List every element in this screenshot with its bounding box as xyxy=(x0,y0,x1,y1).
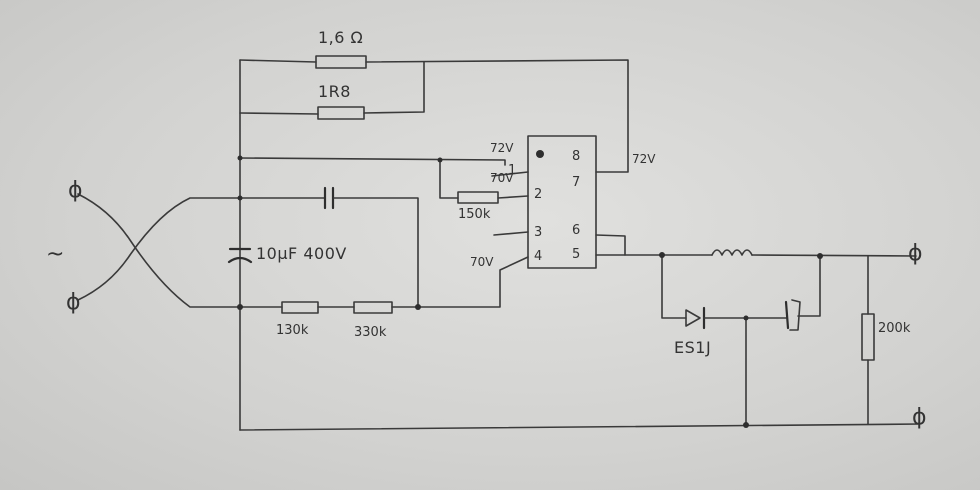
junction xyxy=(237,155,243,161)
label-v-pin2: 70V xyxy=(490,171,514,185)
junction xyxy=(237,195,243,201)
terminal-ac-bottom: ϕ xyxy=(66,290,81,315)
label-r-1-6-ohm: 1,6 Ω xyxy=(318,28,364,47)
wire-to-pin1 xyxy=(239,157,506,166)
wire-to-pin2 xyxy=(497,195,529,199)
wire-to-pin4 xyxy=(391,256,529,308)
wire-r1-left xyxy=(239,59,317,63)
label-v-pin1: 72V xyxy=(490,141,514,155)
ic-pin-8: 8 xyxy=(572,149,581,164)
wire-pin1-stub xyxy=(491,171,529,177)
wire-ac-lower xyxy=(77,193,241,308)
label-v-pin4: 70V xyxy=(470,255,494,269)
ic-body xyxy=(527,135,597,269)
ic-pin-3: 3 xyxy=(534,225,543,240)
ic-pin-1: 1 xyxy=(508,163,517,178)
wire-r2-left xyxy=(239,112,319,115)
junction xyxy=(659,252,665,258)
junction xyxy=(415,304,421,310)
junction xyxy=(437,157,443,163)
wire-150k-left xyxy=(439,159,459,199)
ic-pin1-dot xyxy=(536,150,544,158)
resistor-130k xyxy=(281,301,319,314)
cap-10uf-plate-bottom xyxy=(227,256,253,264)
junction xyxy=(743,315,749,321)
label-v-pin8: 72V xyxy=(632,152,656,166)
cap-out-plate-1 xyxy=(784,300,790,330)
cap-out-plate-2 xyxy=(789,299,801,331)
junction xyxy=(817,253,823,259)
ic-pin-5: 5 xyxy=(572,247,581,262)
resistor-150k xyxy=(457,191,499,204)
wire-diode-left xyxy=(661,254,687,319)
wire-r1-right xyxy=(365,59,629,173)
diode-es1j xyxy=(685,309,701,327)
label-diode-es1j: ES1J xyxy=(674,338,712,357)
resistor-1-6-ohm xyxy=(315,55,367,69)
wire-ac-upper xyxy=(77,197,241,301)
label-r-150k: 150k xyxy=(458,207,491,222)
wire-cap-out xyxy=(797,255,821,317)
wire-r2-right xyxy=(363,61,425,114)
ic-pin-7: 7 xyxy=(572,175,581,190)
label-r-1r8: 1R8 xyxy=(318,82,351,101)
label-r-200k: 200k xyxy=(878,321,911,336)
resistor-330k xyxy=(353,301,393,314)
ic-pin-4: 4 xyxy=(534,249,543,264)
junction xyxy=(237,304,243,310)
wire-bottom-return xyxy=(239,423,921,431)
ic-pin-6: 6 xyxy=(572,223,581,238)
terminal-out-positive: ϕ xyxy=(908,241,923,266)
wire-pin6-pin5 xyxy=(595,234,626,256)
wire-pin3-stub xyxy=(493,231,529,236)
ac-source-symbol: ~ xyxy=(46,242,65,267)
wire-output-top xyxy=(751,254,917,257)
label-r-330k: 330k xyxy=(354,325,387,340)
inductor xyxy=(711,249,753,256)
capacitor-series xyxy=(323,186,335,210)
terminal-ac-top: ϕ xyxy=(68,178,83,203)
resistor-1r8 xyxy=(317,106,365,120)
label-r-130k: 130k xyxy=(276,323,309,338)
ic-pin-2: 2 xyxy=(534,187,543,202)
terminal-out-negative: ϕ xyxy=(912,405,927,430)
junction xyxy=(743,422,749,428)
resistor-200k xyxy=(861,313,875,361)
wire-cap-right xyxy=(333,197,419,308)
label-cap-10uf: 10µF 400V xyxy=(256,244,347,263)
